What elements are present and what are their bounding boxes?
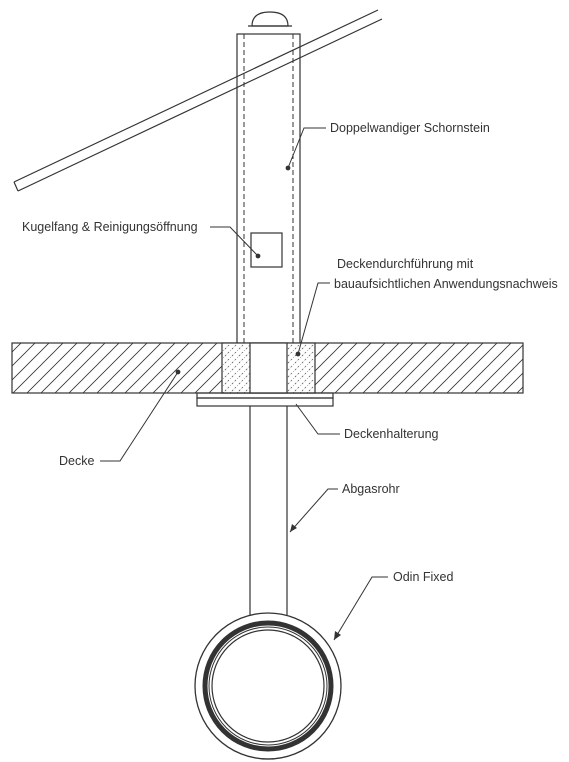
odin-fixed-stove xyxy=(194,612,342,760)
label-deckendurchfuehrung-line1: Deckendurchführung mit xyxy=(337,257,474,271)
chimney-cap xyxy=(248,11,292,27)
roof xyxy=(13,9,383,192)
label-decke: Decke xyxy=(59,454,94,468)
label-deckenhalterung: Deckenhalterung xyxy=(344,427,439,441)
leaders xyxy=(100,127,388,641)
label-kugelfang: Kugelfang & Reinigungsöffnung xyxy=(22,220,198,234)
label-odin-fixed: Odin Fixed xyxy=(393,570,453,584)
label-deckendurchfuehrung-line2: bauaufsichtlichen Anwendungsnachweis xyxy=(334,277,558,291)
ceiling-slab xyxy=(11,342,524,394)
cleaning-opening xyxy=(250,232,283,268)
flue-pipe xyxy=(249,406,288,615)
label-doppelwandiger-schornstein: Doppelwandiger Schornstein xyxy=(330,121,490,135)
double-walled-chimney xyxy=(236,33,301,345)
ceiling-bracket xyxy=(196,392,334,407)
label-abgasrohr: Abgasrohr xyxy=(342,482,400,496)
